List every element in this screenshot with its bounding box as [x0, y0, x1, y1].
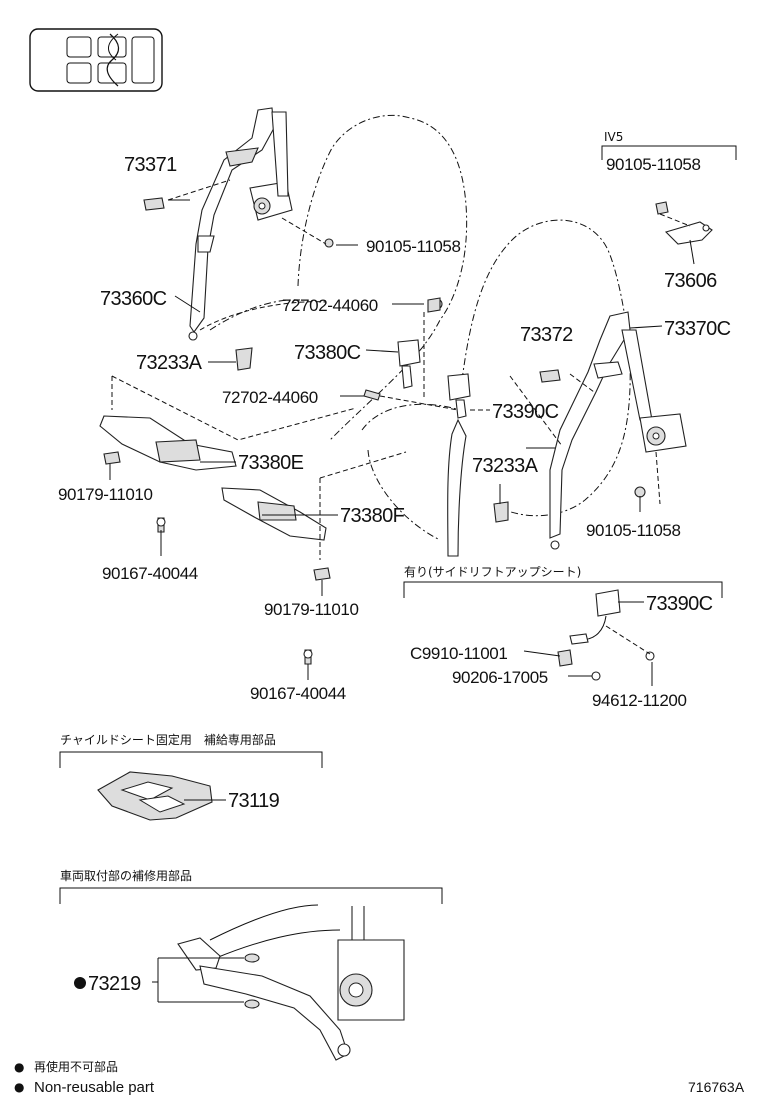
label-vehicle-mount-repair: 車両取付部の補修用部品 — [60, 868, 192, 883]
label-73370C: 73370C — [664, 318, 731, 340]
non-reusable-marker-73219 — [74, 977, 86, 989]
seat-outline-right — [361, 219, 631, 541]
label-73371: 73371 — [124, 154, 177, 176]
label-90105-11058-left: 90105-11058 — [366, 237, 461, 256]
label-94612-11200: 94612-11200 — [592, 691, 687, 710]
legend-bullet-en: ● — [14, 1080, 24, 1094]
label-72702-44060-lower: 72702-44060 — [222, 388, 318, 407]
diagram-code: 716763A — [688, 1079, 745, 1095]
legend-text-en: Non-reusable part — [34, 1079, 155, 1096]
label-90179-11010-left: 90179-11010 — [58, 485, 153, 504]
child-seat-plate — [97, 771, 213, 821]
label-73380E: 73380E — [238, 452, 304, 474]
label-73119: 73119 — [228, 790, 280, 812]
label-73219: 73219 — [88, 973, 141, 995]
label-90206-17005: 90206-17005 — [452, 668, 548, 687]
section-brackets — [59, 145, 737, 904]
label-73606: 73606 — [664, 270, 717, 292]
label-iv5: IV5 — [604, 130, 623, 144]
label-90167-40044-right: 90167-40044 — [250, 684, 346, 703]
label-C9910-11001: C9910-11001 — [410, 644, 507, 663]
label-90179-11010-right: 90179-11010 — [264, 600, 359, 619]
legend-text-jp: 再使用不可部品 — [34, 1059, 118, 1074]
label-73372: 73372 — [520, 324, 573, 346]
label-side-lift-seat: 有り(サイドリフトアップシート) — [404, 565, 581, 579]
legend: ● 再使用不可部品 ● Non-reusable part — [14, 1059, 155, 1096]
label-73233A-right: 73233A — [472, 455, 539, 477]
legend-bullet-jp: ● — [14, 1060, 24, 1074]
left-seatbelt-assembly — [143, 107, 293, 371]
label-73390C-side-lift: 73390C — [646, 593, 713, 615]
label-73380F: 73380F — [340, 505, 405, 527]
label-90105-11058-right: 90105-11058 — [586, 521, 681, 540]
floor-anchor-plates — [99, 415, 331, 665]
label-90105-11058-iv5: 90105-11058 — [606, 155, 701, 174]
label-73380C: 73380C — [294, 342, 361, 364]
seat-layout-icon — [29, 28, 163, 92]
label-child-seat-supply: チャイルドシート固定用 補給専用部品 — [60, 732, 276, 747]
leader-lines — [109, 179, 695, 1003]
left-buckle-assembly — [324, 238, 443, 401]
label-73233A-left: 73233A — [136, 352, 203, 374]
vehicle-mount-illustration — [177, 904, 405, 1061]
seat-outline-left — [209, 114, 468, 441]
label-73390C-center: 73390C — [492, 401, 559, 423]
label-73360C: 73360C — [100, 288, 167, 310]
label-90167-40044-left: 90167-40044 — [102, 564, 198, 583]
side-lift-buckle-assembly — [557, 589, 655, 681]
right-seatbelt-assembly — [447, 311, 687, 557]
iv5-bracket — [655, 201, 713, 245]
label-72702-44060-upper: 72702-44060 — [282, 296, 378, 315]
